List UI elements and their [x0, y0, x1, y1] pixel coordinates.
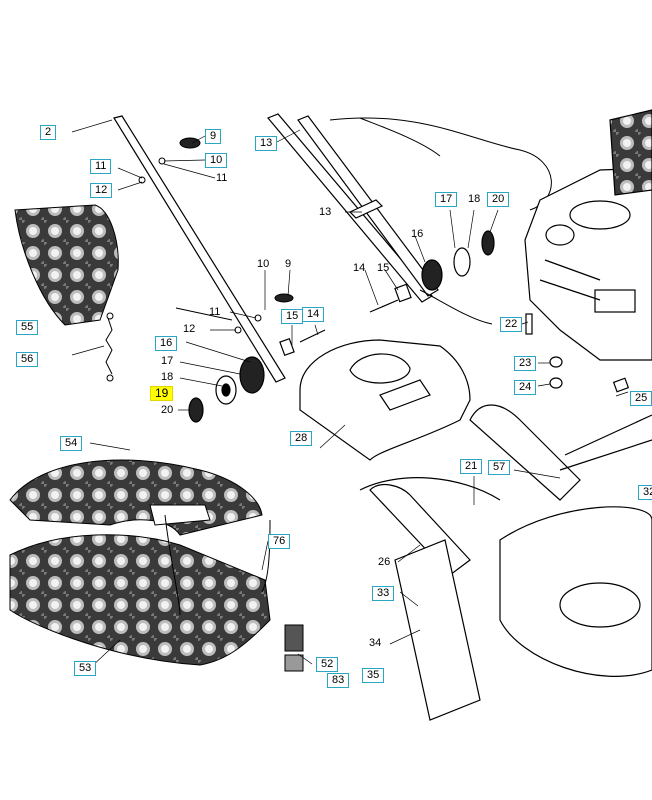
gear-parts-right: [369, 230, 630, 393]
callout-35: 35: [362, 668, 385, 683]
callout-18a: 18: [468, 193, 481, 205]
callout-11c: 11: [209, 306, 221, 318]
throttle-cable: [329, 117, 552, 325]
small-hardware: [138, 137, 304, 672]
callout-10b: 10: [257, 258, 270, 270]
callout-12a: 12: [90, 183, 113, 198]
callout-11a: 11: [216, 172, 228, 184]
callout-28: 28: [290, 431, 313, 446]
callout-21: 21: [460, 459, 483, 474]
callout-20b: 20: [161, 404, 174, 416]
callout-33: 33: [372, 586, 395, 601]
spring-56: [105, 312, 114, 382]
callout-83: 83: [327, 673, 350, 688]
callout-9a: 9: [205, 129, 222, 144]
callout-76: 76: [268, 534, 291, 549]
callout-32: 32: [638, 485, 652, 500]
callout-2: 2: [40, 125, 57, 140]
callout-16b: 16: [155, 336, 178, 351]
side-flap: [14, 204, 119, 326]
callout-26: 26: [378, 556, 391, 568]
callout-12b: 12: [183, 323, 196, 335]
callout-13a: 13: [255, 136, 278, 151]
grassbag-body: [9, 514, 271, 666]
grassbag-top: [9, 459, 263, 536]
callout-56: 56: [16, 352, 39, 367]
callout-15b: 15: [281, 309, 304, 324]
callout-55: 55: [16, 320, 39, 335]
callout-54: 54: [60, 436, 83, 451]
engine: [524, 109, 652, 361]
callout-24: 24: [514, 380, 537, 395]
callout-25: 25: [630, 391, 652, 406]
callout-17a: 17: [435, 192, 458, 207]
handle-right: [267, 113, 439, 303]
callout-15a: 15: [377, 262, 390, 274]
callout-14a: 14: [353, 262, 366, 274]
mower-deck: [359, 404, 652, 721]
callout-52: 52: [316, 657, 339, 672]
callout-11b: 11: [90, 159, 112, 174]
callout-22: 22: [500, 317, 523, 332]
callout-13b: 13: [319, 206, 332, 218]
control-cover: [299, 339, 471, 461]
callout-19-highlighted: 19: [150, 386, 174, 401]
callout-53: 53: [74, 661, 97, 676]
leader-lines: [71, 119, 629, 669]
callout-17b: 17: [161, 355, 174, 367]
callout-18b: 18: [161, 371, 174, 383]
callout-9b: 9: [285, 258, 292, 270]
callout-10a: 10: [205, 153, 228, 168]
callout-57: 57: [488, 460, 511, 475]
handle-left: [113, 115, 286, 383]
callout-14b: 14: [302, 307, 325, 322]
gear-parts-left: [175, 307, 326, 423]
callout-16a: 16: [411, 228, 424, 240]
callout-20a: 20: [487, 192, 510, 207]
callout-34: 34: [369, 637, 382, 649]
callout-23: 23: [514, 356, 537, 371]
